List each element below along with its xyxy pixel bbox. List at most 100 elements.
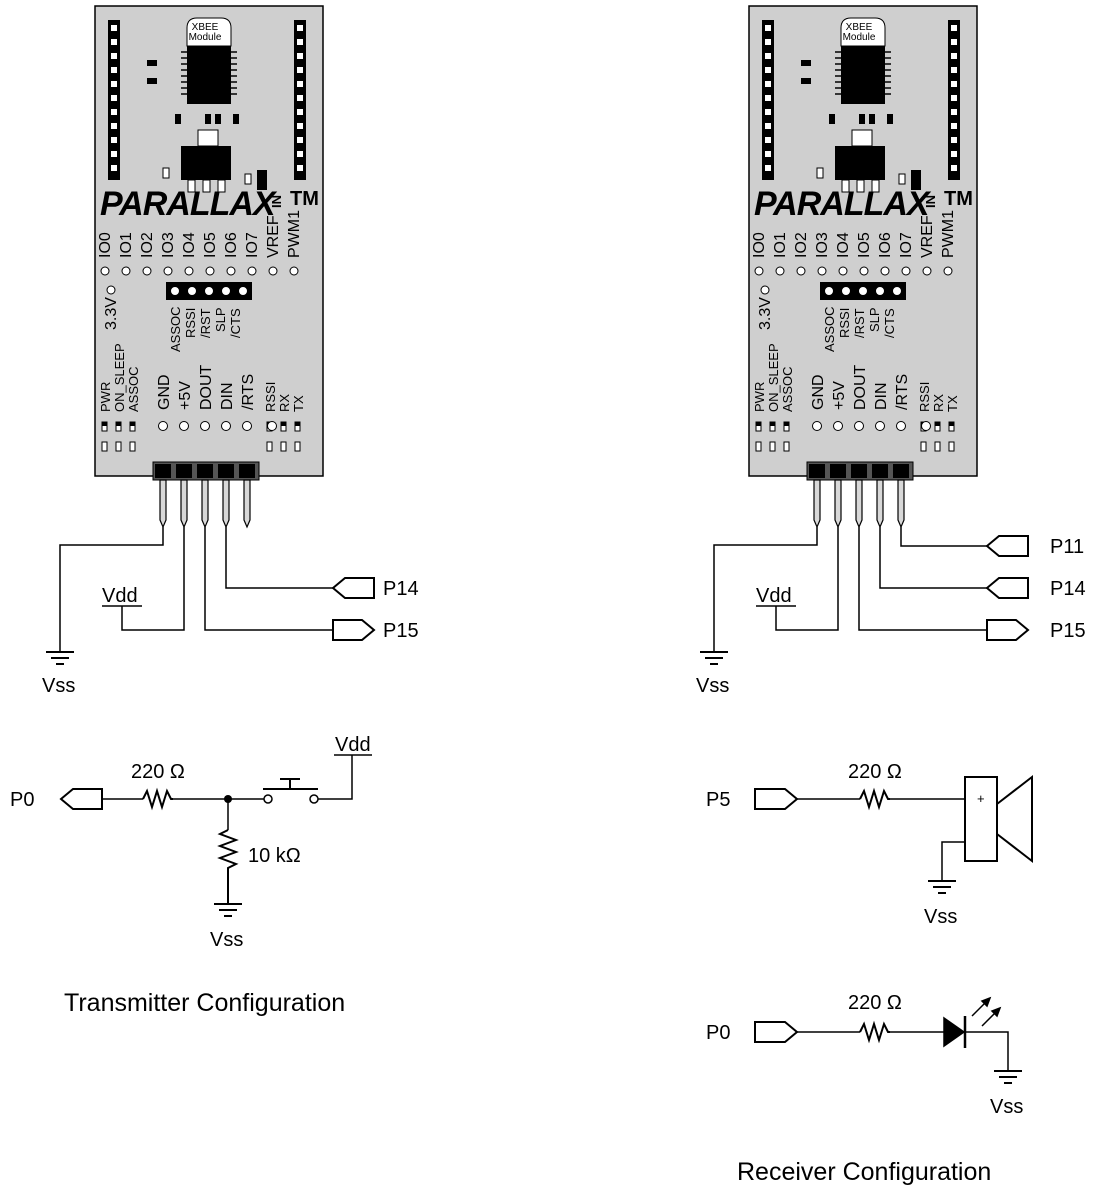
header-label-5v: +5V <box>831 381 848 410</box>
resistor-220-led <box>859 1023 891 1041</box>
pin-label-io3: IO3 <box>160 232 177 258</box>
mid-label-cts: /CTS <box>882 308 897 338</box>
pin-label-io4: IO4 <box>835 232 852 258</box>
chip-label-line2: Module <box>843 32 876 43</box>
led-label-on-sleep: ON_SLEEP <box>766 343 781 412</box>
caption-transmitter: Transmitter Configuration <box>64 989 345 1017</box>
header-pins-rx <box>813 479 905 529</box>
mid-label-rst: /RST <box>852 308 867 338</box>
led-label-rx: RX <box>931 394 946 412</box>
connector-p14-tx: P14 <box>331 577 419 600</box>
ground-symbol-tx-switch <box>213 903 243 917</box>
led-label-assoc: ASSOC <box>780 366 795 412</box>
vss-label-tx-board: Vss <box>42 675 75 697</box>
pin-label-io2: IO2 <box>139 232 156 258</box>
connector-p15-rx: P15 <box>986 619 1086 642</box>
trademark: TM <box>944 188 973 210</box>
label-p0-tx: P0 <box>10 789 34 811</box>
connector-p5-rx <box>754 788 799 810</box>
connector-p11-rx: P11 <box>985 535 1084 558</box>
label-p5-rx: P5 <box>706 789 730 811</box>
header-label-din: DIN <box>873 382 890 410</box>
header-label-gnd: GND <box>810 374 827 410</box>
led-diode <box>943 996 1002 1048</box>
led-label-tx: TX <box>291 395 306 412</box>
mid-label-slp: SLP <box>867 307 882 332</box>
mid-label-assoc: ASSOC <box>168 306 183 352</box>
vdd-label-tx-board: Vdd <box>102 585 138 607</box>
label-220-led: 220 Ω <box>848 992 902 1014</box>
resistor-10k <box>217 829 239 904</box>
mid-label-rssi: RSSI <box>837 308 852 338</box>
label-220-speaker: 220 Ω <box>848 761 902 783</box>
led-label-pwr: PWR <box>752 382 767 412</box>
ni-label: NI <box>269 195 284 208</box>
vdd-label-switch: Vdd <box>335 734 371 756</box>
mid-label-cts: /CTS <box>228 308 243 338</box>
pin-label-io5: IO5 <box>202 232 219 258</box>
pin-label-io1: IO1 <box>772 232 789 258</box>
ground-symbol-rx-board <box>699 651 729 665</box>
led-label-tx: TX <box>945 395 960 412</box>
vdd-label-rx-board: Vdd <box>756 585 792 607</box>
wires-rx <box>713 527 987 652</box>
pin-label-io0: IO0 <box>751 232 768 258</box>
header-label-dout: DOUT <box>852 364 869 410</box>
led-label-assoc: ASSOC <box>126 366 141 412</box>
connector-p0-tx <box>59 788 103 810</box>
chip-label-line1: XBEE <box>846 22 873 33</box>
v33-label: 3.3V <box>757 297 774 330</box>
pin-label-io3: IO3 <box>814 232 831 258</box>
ni-label: NI <box>923 195 938 208</box>
pin-label-io0: IO0 <box>97 232 114 258</box>
led-label-rssi: RSSI <box>263 382 278 412</box>
led-circuit: P0 220 Ω Vss <box>706 992 1023 1118</box>
label-p11-rx: P11 <box>1050 536 1084 558</box>
led-label-rssi: RSSI <box>917 382 932 412</box>
vss-label-tx-switch: Vss <box>210 929 243 951</box>
ground-symbol-speaker <box>927 880 957 894</box>
led-label-pwr: PWR <box>98 382 113 412</box>
header-label-5v: +5V <box>177 381 194 410</box>
pin-label-vref: VREF <box>919 215 936 258</box>
chip-label-line1: XBEE <box>192 22 219 33</box>
mid-label-rssi: RSSI <box>183 308 198 338</box>
resistor-220-tx <box>142 790 174 808</box>
pin-label-io6: IO6 <box>877 232 894 258</box>
label-p15-tx: P15 <box>383 620 419 642</box>
pin-label-io4: IO4 <box>181 232 198 258</box>
trademark: TM <box>290 188 319 210</box>
speaker-circuit: P5 220 Ω + Vss <box>706 761 1033 928</box>
pin-label-io7: IO7 <box>898 232 915 258</box>
label-p0-rx: P0 <box>706 1022 730 1044</box>
vss-label-led: Vss <box>990 1096 1023 1118</box>
label-220-tx: 220 Ω <box>131 761 185 783</box>
speaker-plus: + <box>977 791 985 806</box>
label-p15-rx: P15 <box>1050 620 1086 642</box>
pushbutton-circuit: P0 220 Ω Vdd 10 kΩ Vss <box>10 734 372 951</box>
ground-symbol-tx-board <box>45 651 75 665</box>
pin-label-io6: IO6 <box>223 232 240 258</box>
header-label-din: DIN <box>219 382 236 410</box>
pin-label-io2: IO2 <box>793 232 810 258</box>
label-p14-tx: P14 <box>383 578 419 600</box>
led-label-on-sleep: ON_SLEEP <box>112 343 127 412</box>
brand-logo: PARALLAX <box>100 185 278 223</box>
piezo-speaker <box>964 774 1033 864</box>
board-labels-tx: XBEE Module PARALLAX TM NI IO0 IO1 IO2 I… <box>97 22 319 412</box>
mid-label-slp: SLP <box>213 307 228 332</box>
ground-symbol-led <box>993 1070 1023 1084</box>
pin-label-vref: VREF <box>265 215 282 258</box>
header-label-rts: /RTS <box>240 374 257 410</box>
label-10k: 10 kΩ <box>248 845 301 867</box>
label-p14-rx: P14 <box>1050 578 1086 600</box>
receiver-diagram: XBEE Module PARALLAX TM NI IO0 IO1 IO2 I… <box>696 5 1086 1186</box>
caption-receiver: Receiver Configuration <box>737 1158 991 1186</box>
mid-label-assoc: ASSOC <box>822 306 837 352</box>
connector-p14-rx: P14 <box>985 577 1086 600</box>
pin-label-io5: IO5 <box>856 232 873 258</box>
board-labels-rx: XBEE Module PARALLAX TM NI IO0 IO1 IO2 I… <box>751 22 973 412</box>
wires-tx <box>59 527 333 652</box>
connector-p0-rx <box>754 1021 799 1043</box>
